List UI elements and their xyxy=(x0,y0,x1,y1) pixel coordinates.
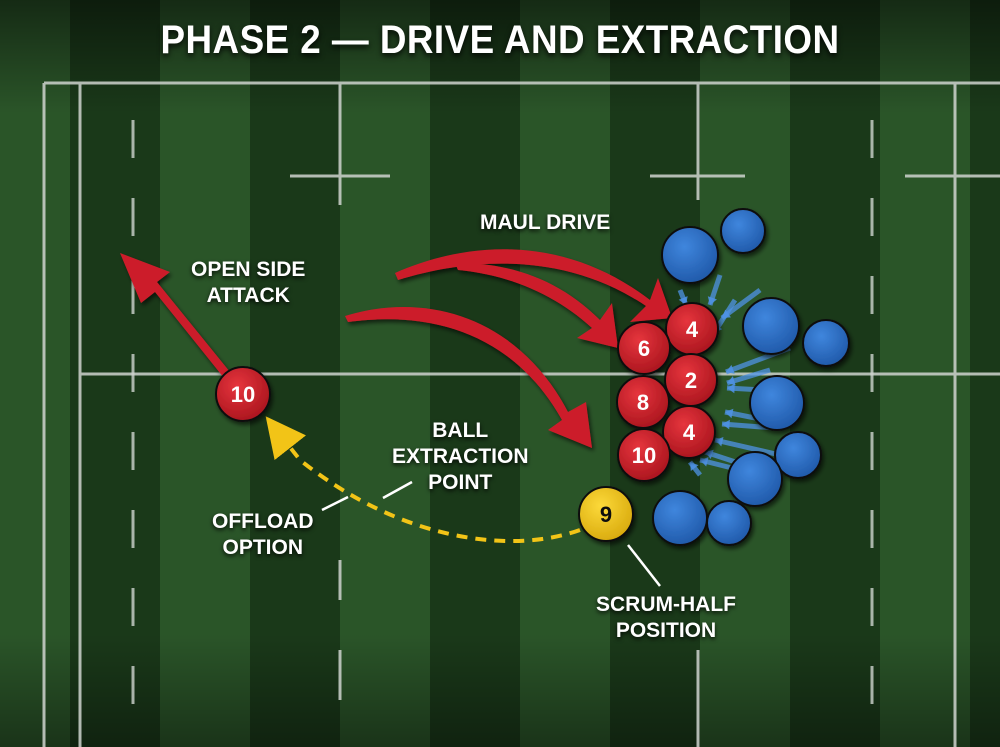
offload-pass-line xyxy=(265,416,581,544)
player-number: 9 xyxy=(600,502,612,527)
defender xyxy=(661,226,719,284)
label-line: ATTACK xyxy=(206,284,290,307)
label-line: EXTRACTION xyxy=(392,445,529,468)
scrum-half-player: 9 xyxy=(578,486,634,542)
maul-players: 4 6 2 8 4 10 xyxy=(616,302,719,482)
player-number: 2 xyxy=(685,368,697,393)
label-line: MAUL DRIVE xyxy=(480,211,611,234)
maul-drive-label: MAUL DRIVE xyxy=(480,210,610,236)
defenders xyxy=(652,208,850,546)
pressure-arrow-head xyxy=(705,449,714,459)
maul-player-4-rear: 4 xyxy=(662,405,716,459)
ball-extraction-label: BALL EXTRACTION POINT xyxy=(392,418,529,496)
player-number: 8 xyxy=(637,390,649,415)
pressure-arrow-head xyxy=(700,457,709,467)
pressure-arrow-head xyxy=(727,376,736,386)
pressure-arrow-head xyxy=(678,296,688,305)
pressure-arrow-head xyxy=(690,462,699,471)
defender xyxy=(652,490,708,546)
drive-arrow-2 xyxy=(455,262,618,348)
page-title: PHASE 2 — DRIVE AND EXTRACTION xyxy=(160,18,840,62)
label-line: OFFLOAD xyxy=(212,510,314,533)
maul-player-4-front: 4 xyxy=(665,302,719,356)
fly-half-player: 10 xyxy=(215,366,271,422)
pressure-arrow xyxy=(714,437,781,458)
drive-arrow-1 xyxy=(395,249,672,322)
label-line: POINT xyxy=(428,471,493,494)
callout-lines xyxy=(321,480,661,587)
label-line: POSITION xyxy=(615,619,717,642)
defender xyxy=(720,208,766,254)
pressure-arrow-head xyxy=(726,364,735,374)
pressure-arrow-head xyxy=(707,296,717,305)
pressure-arrow-head xyxy=(715,437,724,447)
maul-player-10: 10 xyxy=(617,428,671,482)
defender xyxy=(727,451,783,507)
maul-player-2: 2 xyxy=(664,353,718,407)
maul-player-8: 8 xyxy=(616,375,670,429)
open-side-arrow xyxy=(120,253,230,378)
pressure-arrow-head xyxy=(725,408,734,419)
dashed-lines xyxy=(131,120,874,720)
scrum-half-label: SCRUM-HALF POSITION xyxy=(596,592,736,644)
defender xyxy=(802,319,850,367)
player-number: 10 xyxy=(632,443,656,468)
player-number: 4 xyxy=(683,420,696,445)
offload-option-label: OFFLOAD OPTION xyxy=(212,509,313,561)
label-line: OPEN SIDE xyxy=(191,258,306,281)
defender xyxy=(742,297,800,355)
maul-player-6: 6 xyxy=(617,321,671,375)
defender xyxy=(706,500,752,546)
open-side-label: OPEN SIDE ATTACK xyxy=(191,257,305,309)
player-number: 4 xyxy=(686,317,699,342)
label-line: OPTION xyxy=(222,536,303,559)
maul-drive-arrows xyxy=(120,249,672,448)
defender xyxy=(749,375,805,431)
defender xyxy=(774,431,822,479)
drive-arrow-3 xyxy=(345,307,592,448)
label-line: SCRUM-HALF xyxy=(596,593,736,616)
label-line: BALL xyxy=(432,419,489,442)
player-number: 6 xyxy=(638,336,650,361)
pressure-arrow-head xyxy=(727,383,735,394)
player-number: 10 xyxy=(231,382,255,407)
pressure-arrow-head xyxy=(722,419,730,430)
